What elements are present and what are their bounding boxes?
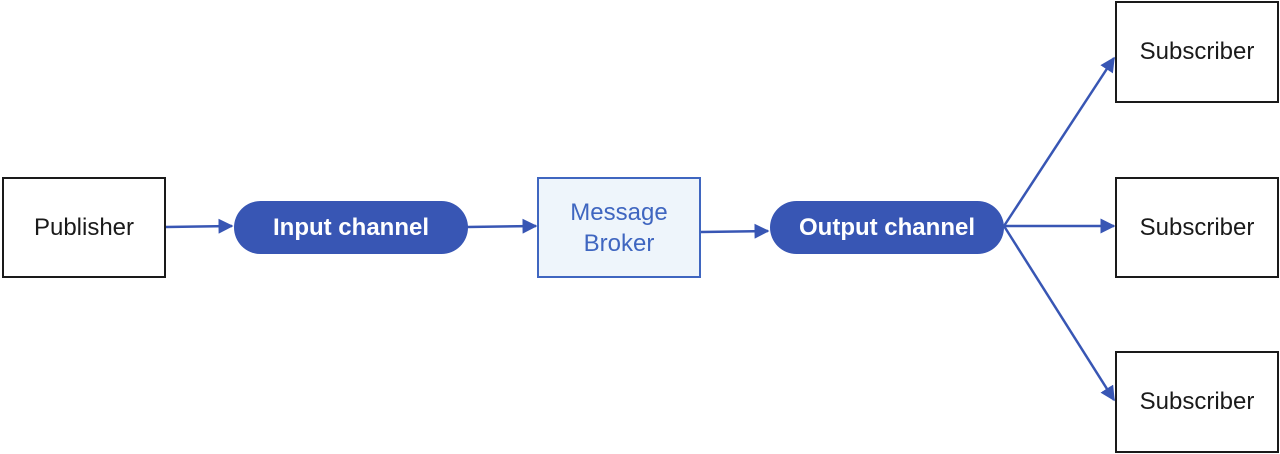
output-channel-label: Output channel: [799, 213, 975, 241]
output-channel-node: Output channel: [770, 201, 1004, 254]
publisher-node: Publisher: [2, 177, 166, 278]
broker-label-line-2: Broker: [583, 229, 655, 257]
subscriber-label: Subscriber: [1139, 38, 1255, 65]
publisher-label: Publisher: [33, 213, 135, 241]
arrow-broker-to-output: [700, 223, 770, 239]
subscriber-node-1: Subscriber: [1115, 1, 1279, 103]
subscriber-label: Subscriber: [1139, 388, 1255, 415]
subscriber-label: Subscriber: [1139, 213, 1255, 241]
message-broker-node: Message Broker: [537, 177, 701, 278]
input-channel-label: Input channel: [273, 213, 429, 241]
arrow-publisher-to-input: [165, 218, 234, 234]
broker-label-line-1: Message: [570, 198, 668, 226]
arrow-input-to-broker: [466, 218, 538, 234]
subscriber-node-2: Subscriber: [1115, 177, 1279, 278]
arrow-output-to-subscriber-3: [1002, 225, 1116, 402]
arrow-output-to-subscriber-1: [1002, 56, 1116, 227]
subscriber-node-3: Subscriber: [1115, 351, 1279, 453]
input-channel-node: Input channel: [234, 201, 468, 254]
